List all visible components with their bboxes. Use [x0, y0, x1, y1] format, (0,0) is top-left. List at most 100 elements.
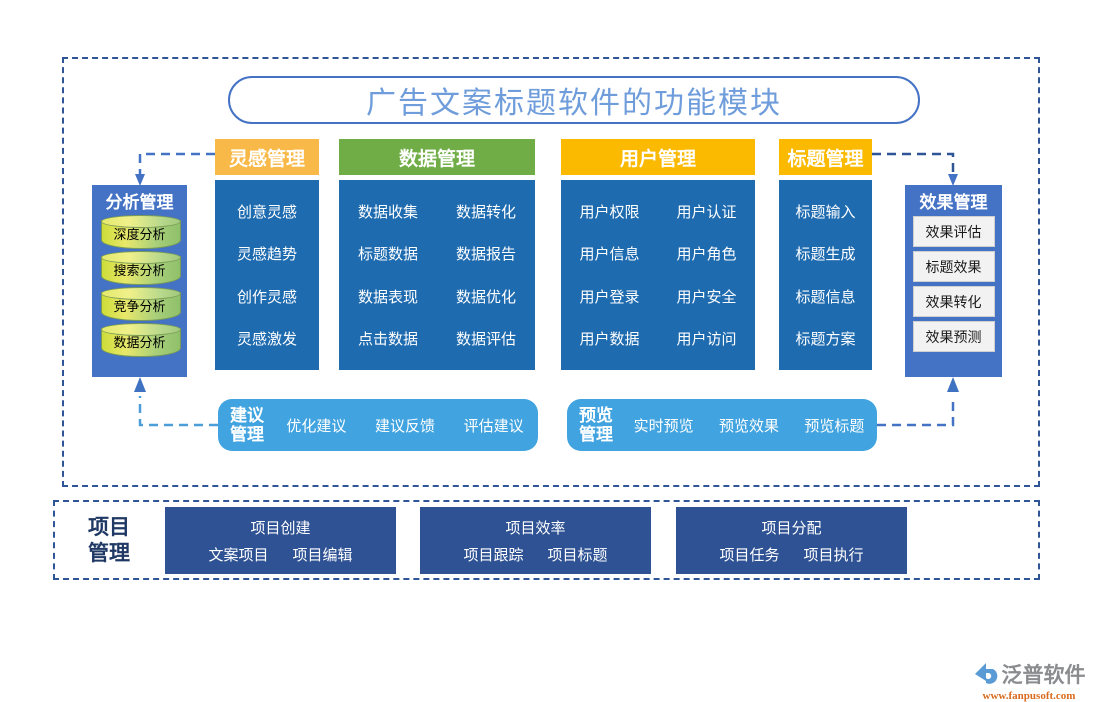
- module-item[interactable]: 用户角色: [676, 246, 737, 264]
- column-row: 标题方案: [779, 328, 872, 349]
- column-row: 灵感趋势: [215, 243, 319, 264]
- module-item[interactable]: 用户安全: [676, 288, 737, 306]
- module-item[interactable]: 数据转化: [455, 203, 516, 221]
- panel-title: 分析管理: [105, 193, 174, 212]
- diagram-title-box: 广告文案标题软件的功能模块: [228, 76, 920, 124]
- diagram-outer-frame-bottom: [53, 500, 1040, 580]
- cylinder-label: 深度分析: [113, 227, 166, 242]
- project-sub-item[interactable]: 项目跟踪: [463, 546, 524, 564]
- cylinder-label: 搜索分析: [113, 263, 166, 278]
- column-body-headline: 标题输入 标题生成 标题信息 标题方案: [779, 180, 872, 370]
- column-header-inspiration[interactable]: 灵感管理: [215, 139, 319, 175]
- column-header-data[interactable]: 数据管理: [339, 139, 535, 175]
- module-item[interactable]: 数据优化: [455, 288, 516, 306]
- project-sub-item[interactable]: 项目任务: [719, 546, 780, 564]
- project-sub-item[interactable]: 项目标题: [547, 546, 608, 564]
- project-sub-item[interactable]: 项目执行: [803, 546, 864, 564]
- logo-url: www.fanpusoft.com: [982, 689, 1076, 702]
- column-row: 用户数据 用户访问: [561, 328, 755, 349]
- column-header-label: 用户管理: [619, 148, 696, 170]
- module-item[interactable]: 预览标题: [804, 417, 865, 435]
- module-item[interactable]: 数据评估: [455, 331, 516, 349]
- project-label-line2: 管理: [88, 541, 130, 565]
- module-item[interactable]: 创意灵感: [236, 203, 297, 221]
- cylinder-top-ellipse: [100, 323, 181, 336]
- module-item[interactable]: 数据收集: [357, 203, 418, 221]
- panel-analysis-management: 分析管理 深度分析 搜索分析 竞争分析 数据分析: [92, 185, 187, 377]
- pill-items: 实时预览 预览效果 预览标题: [621, 415, 877, 436]
- column-row: 标题数据 数据报告: [339, 243, 535, 264]
- column-row: 点击数据 数据评估: [339, 328, 535, 349]
- diagram-outer-frame-top: [62, 57, 1040, 487]
- column-row: 用户权限 用户认证: [561, 201, 755, 222]
- effect-chip[interactable]: 效果评估: [912, 216, 995, 247]
- project-card[interactable]: 项目创建 文案项目 项目编辑: [165, 507, 396, 574]
- column-header-label: 灵感管理: [228, 148, 305, 170]
- module-item[interactable]: 用户权限: [579, 203, 640, 221]
- project-sub-item[interactable]: 文案项目: [208, 546, 269, 564]
- column-header-user[interactable]: 用户管理: [561, 139, 755, 175]
- pill-title: 预览 管理: [577, 406, 615, 444]
- module-item[interactable]: 标题生成: [795, 246, 856, 264]
- module-item[interactable]: 创作灵感: [236, 288, 297, 306]
- module-item[interactable]: 标题数据: [357, 246, 418, 264]
- cylinder-top-ellipse: [100, 287, 181, 300]
- cylinder-item[interactable]: 竞争分析: [100, 287, 181, 321]
- project-card-subs: 项目跟踪 项目标题: [463, 544, 607, 565]
- column-row: 数据收集 数据转化: [339, 201, 535, 222]
- project-sub-item[interactable]: 项目编辑: [292, 546, 353, 564]
- panel-effect-management: 效果管理 效果评估 标题效果 效果转化 效果预测: [905, 185, 1002, 377]
- effect-chip[interactable]: 效果转化: [912, 286, 995, 317]
- project-card-title: 项目创建: [250, 519, 311, 537]
- pill-title: 建议 管理: [228, 406, 266, 444]
- module-item[interactable]: 用户信息: [579, 246, 640, 264]
- panel-suggestion-management: 建议 管理 优化建议 建议反馈 评估建议: [218, 399, 538, 451]
- module-item[interactable]: 标题信息: [795, 288, 856, 306]
- column-body-data: 数据收集 数据转化 标题数据 数据报告 数据表现 数据优化 点击数据 数据评估: [339, 180, 535, 370]
- module-item[interactable]: 灵感趋势: [236, 246, 297, 264]
- pill-title-line1: 预览: [579, 406, 613, 425]
- project-label-line1: 项目: [88, 515, 130, 539]
- project-card[interactable]: 项目效率 项目跟踪 项目标题: [420, 507, 651, 574]
- cylinder-item[interactable]: 数据分析: [100, 323, 181, 357]
- effect-chip[interactable]: 标题效果: [912, 251, 995, 282]
- module-item[interactable]: 数据表现: [357, 288, 418, 306]
- cylinder-item[interactable]: 搜索分析: [100, 251, 181, 285]
- module-item[interactable]: 点击数据: [357, 331, 418, 349]
- module-item[interactable]: 灵感激发: [236, 331, 297, 349]
- module-item[interactable]: 建议反馈: [374, 417, 435, 435]
- column-row: 标题信息: [779, 286, 872, 307]
- column-header-headline[interactable]: 标题管理: [779, 139, 872, 175]
- column-row: 标题生成: [779, 243, 872, 264]
- module-item[interactable]: 数据报告: [455, 246, 516, 264]
- column-row: 创意灵感: [215, 201, 319, 222]
- logo-row: 泛普软件: [973, 659, 1086, 689]
- pill-title-line2: 管理: [230, 425, 264, 444]
- effect-chip[interactable]: 效果预测: [912, 321, 995, 352]
- module-item[interactable]: 优化建议: [286, 417, 347, 435]
- cylinder-top-ellipse: [100, 215, 181, 228]
- panel-preview-management: 预览 管理 实时预览 预览效果 预览标题: [567, 399, 877, 451]
- column-row: 用户登录 用户安全: [561, 286, 755, 307]
- pill-title-line1: 建议: [230, 406, 264, 425]
- column-row: 标题输入: [779, 201, 872, 222]
- module-item[interactable]: 用户登录: [579, 288, 640, 306]
- brand-logo: 泛普软件 www.fanpusoft.com: [963, 659, 1095, 702]
- module-item[interactable]: 用户认证: [676, 203, 737, 221]
- pill-items: 优化建议 建议反馈 评估建议: [272, 415, 538, 436]
- module-item[interactable]: 评估建议: [463, 417, 524, 435]
- project-card-title: 项目分配: [761, 519, 822, 537]
- column-body-inspiration: 创意灵感 灵感趋势 创作灵感 灵感激发: [215, 180, 319, 370]
- cylinder-item[interactable]: 深度分析: [100, 215, 181, 249]
- module-item[interactable]: 用户访问: [676, 331, 737, 349]
- column-row: 灵感激发: [215, 328, 319, 349]
- module-item[interactable]: 标题输入: [795, 203, 856, 221]
- project-card-subs: 文案项目 项目编辑: [208, 544, 352, 565]
- module-item[interactable]: 预览效果: [718, 417, 779, 435]
- project-management-label: 项目 管理: [68, 505, 150, 575]
- project-card-subs: 项目任务 项目执行: [719, 544, 863, 565]
- module-item[interactable]: 标题方案: [795, 331, 856, 349]
- project-card[interactable]: 项目分配 项目任务 项目执行: [676, 507, 907, 574]
- module-item[interactable]: 实时预览: [633, 417, 694, 435]
- module-item[interactable]: 用户数据: [579, 331, 640, 349]
